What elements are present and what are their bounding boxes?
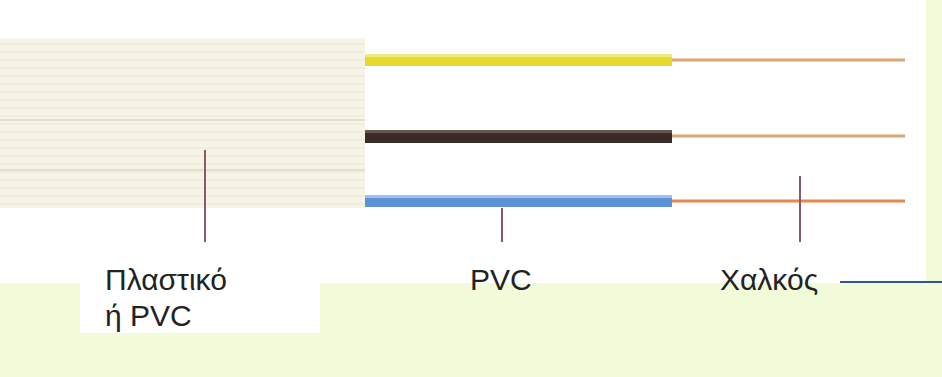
leader-line [204, 150, 206, 242]
wire-highlight [360, 130, 672, 133]
wire-highlight [360, 195, 672, 198]
yellow-wire [360, 54, 672, 66]
sheath-crease [0, 119, 365, 121]
material-label: Χαλκός [720, 262, 818, 298]
leader-line [799, 176, 801, 242]
blue-wire [360, 195, 672, 207]
photo-ground [0, 0, 926, 283]
copper-conductor [670, 200, 905, 203]
sheath-crease [0, 169, 365, 171]
material-label: PVC [470, 262, 532, 298]
cable-sheath [0, 38, 365, 208]
leader-line [501, 208, 503, 242]
copper-conductor [670, 59, 905, 62]
material-label: Πλαστικό ή PVC [105, 262, 235, 334]
pointer-dash [840, 281, 942, 283]
wire-highlight [360, 54, 672, 57]
brown-wire [360, 130, 672, 143]
copper-conductor [670, 135, 905, 138]
